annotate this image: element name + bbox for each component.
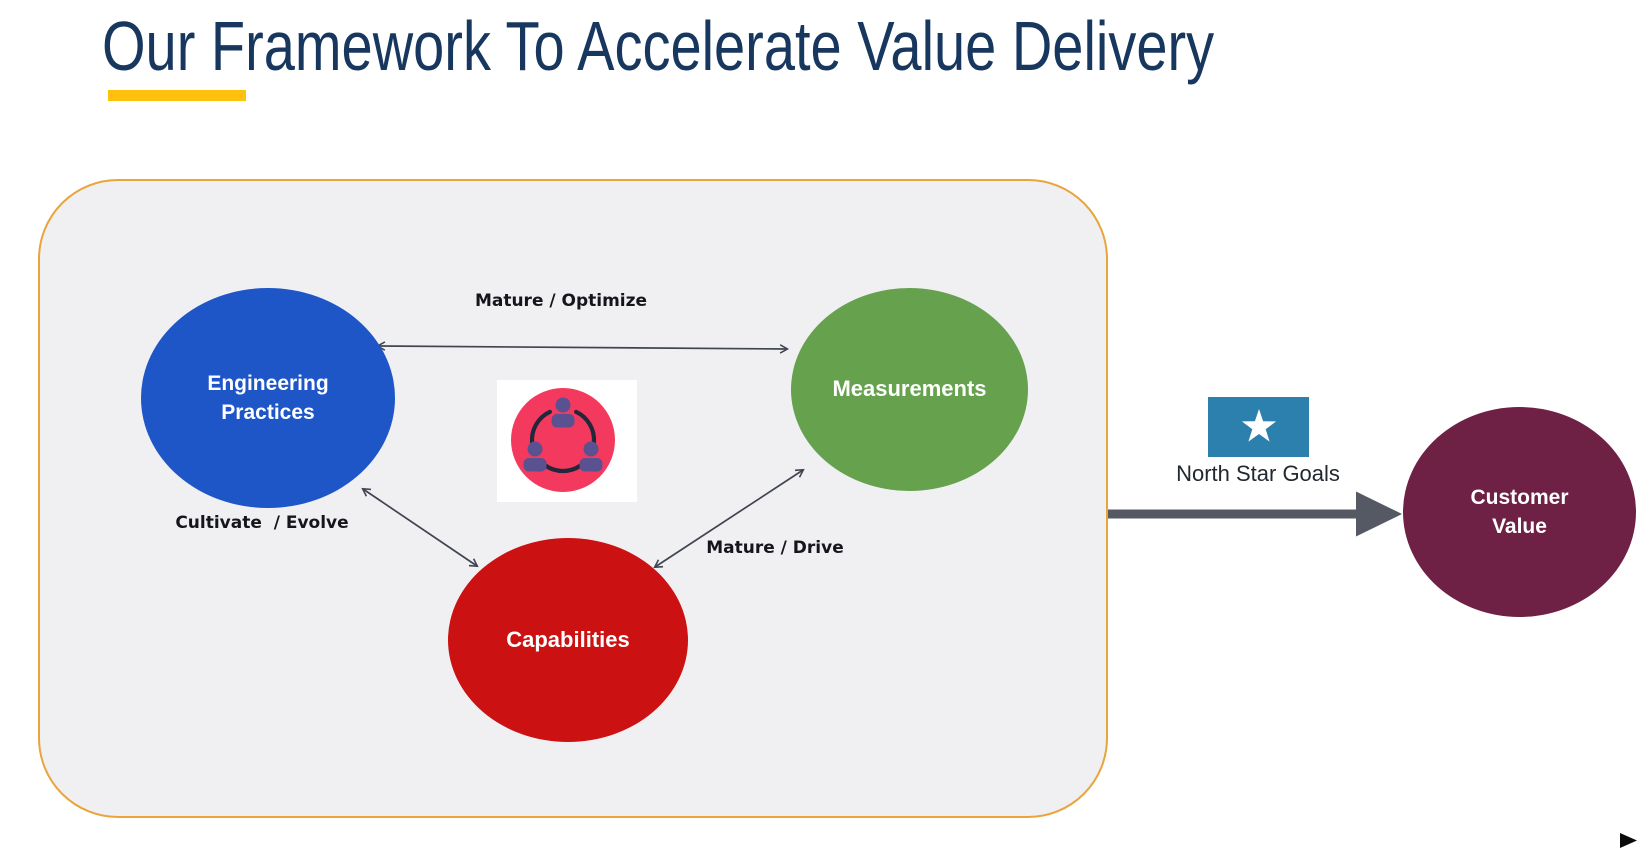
edge-label-mature-optimize: Mature / Optimize [474,291,648,311]
title-accent-bar [108,90,246,101]
node-engineering-line1: Engineering [207,371,329,395]
node-measurements-label: Measurements [832,376,987,402]
value-flow-arrow-head [1356,491,1402,537]
collaboration-arc [543,463,583,474]
node-capabilities: Capabilities [448,538,688,742]
north-star-badge [1208,397,1309,457]
team-collaboration-icon [497,380,637,502]
node-engineering-line2: Practices [221,401,315,424]
collaboration-arc [574,409,597,445]
person-icon [551,397,575,428]
north-star-label: North Star Goals [1176,461,1340,486]
team-collaboration-graphic [511,388,615,492]
person-icon [579,441,603,472]
node-customer-line2: Value [1492,515,1547,538]
node-capabilities-label: Capabilities [506,626,630,652]
node-engineering-practices: Engineering Practices [141,288,395,508]
node-customer-line1: Customer [1470,485,1569,509]
node-customer-value: Customer Value [1403,407,1636,617]
star-icon [1241,409,1276,442]
edge-label-mature-drive: Mature / Drive [706,538,844,558]
edge-label-cultivate-evolve: Cultivate / Evolve [175,513,349,533]
person-icon [523,441,547,472]
slide-title: Our Framework To Accelerate Value Delive… [102,7,1215,85]
node-measurements: Measurements [791,288,1028,491]
next-slide-icon[interactable] [1620,833,1637,848]
collaboration-arc [529,409,552,445]
